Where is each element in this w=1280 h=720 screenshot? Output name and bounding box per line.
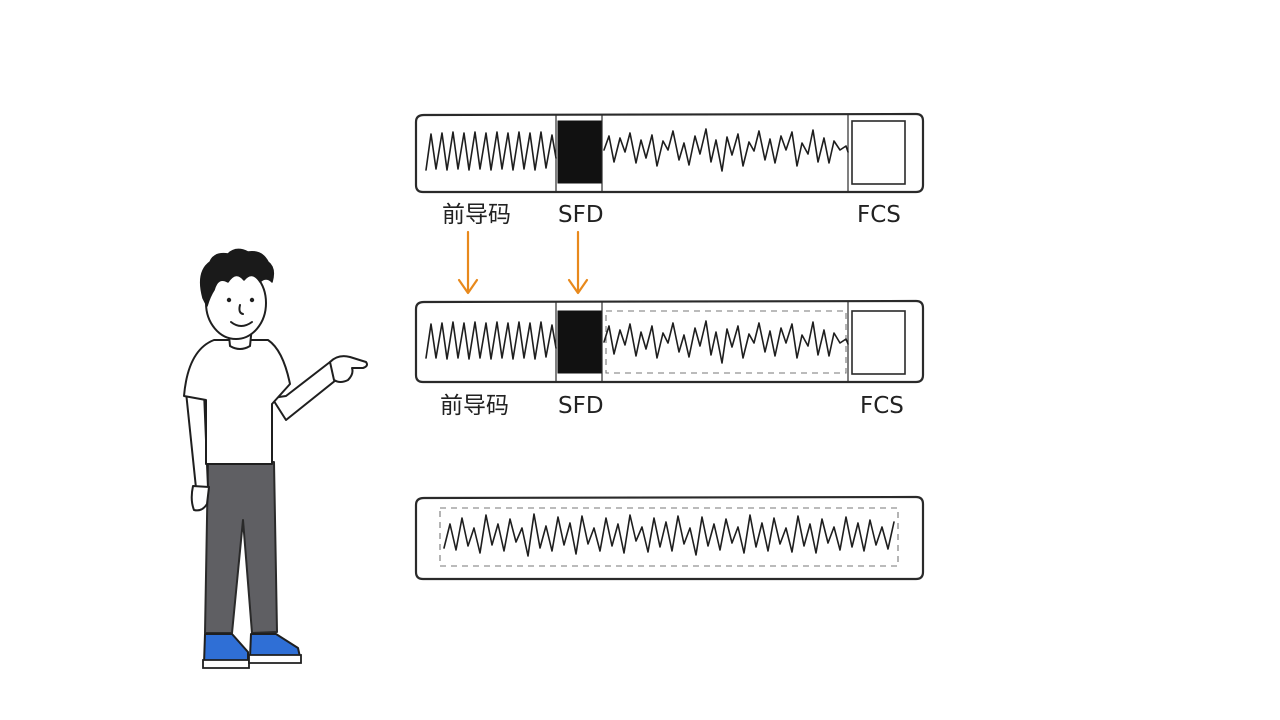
person-right-eye [249,297,255,303]
frame-1-preamble-wave [425,131,557,171]
frame-1-payload-wave [603,128,849,172]
person-hair [199,248,275,307]
person-smile [230,321,253,327]
person-right-sole [248,654,302,664]
person-pants [204,461,278,634]
frame-3-outline [414,495,925,581]
frame-2-outline [414,299,925,384]
person-left-sole [202,659,250,669]
person-nose [238,304,244,315]
frame-1-preamble-label: 前导码 [442,202,511,228]
frame-3 [414,495,925,581]
arrow-sfd [567,230,589,295]
pointing-person-illustration [183,248,368,669]
frame-1-outline [414,112,925,194]
frame-3-payload-wave [443,513,895,557]
person-right-shoe [249,633,301,658]
frame-2-payload-outline [605,310,847,374]
frame-2: 前导码 SFD FCS [414,299,925,419]
person-shirt [183,339,291,465]
frame-2-sfd-block [557,310,602,374]
frame-2-sfd-label: SFD [558,393,604,419]
frame-1-sfd-label: SFD [558,202,604,228]
arrow-preamble [457,230,479,295]
frame-3-payload-outline [439,507,899,567]
person-left-arm [185,391,209,489]
frame-1-fcs-block [851,120,906,185]
frame-1-sfd-block [557,120,602,184]
frame-1: 前导码 SFD FCS [414,112,925,228]
down-arrow-icon [457,278,479,295]
frame-2-fcs-block [851,310,906,375]
down-arrow-icon [567,278,589,295]
person-left-shoe [203,633,249,665]
person-pointing-hand [329,355,368,383]
frame-2-preamble-wave [425,321,557,360]
frame-2-payload-wave [603,320,849,364]
frame-2-preamble-label: 前导码 [440,393,509,419]
person-left-eye [226,297,232,303]
person-left-hand [190,485,210,512]
frame-2-fcs-label: FCS [860,393,904,419]
frame-1-fcs-label: FCS [857,202,901,228]
